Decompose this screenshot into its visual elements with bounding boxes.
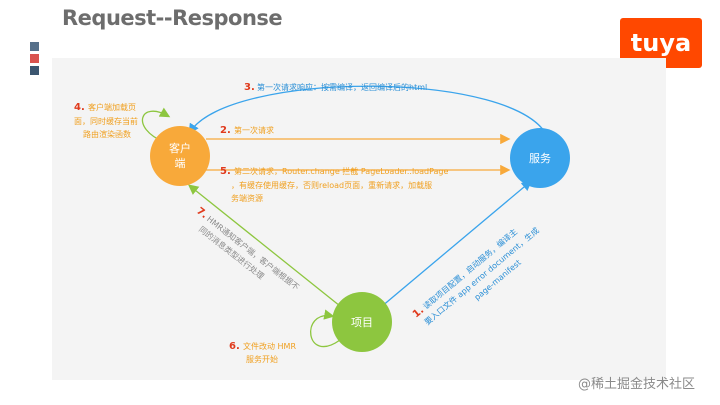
label-5-num: 5. xyxy=(220,166,231,177)
label-7-group: 7. HMR通知客户端，客户端根据不 同的消息类型进行处理 xyxy=(194,206,301,292)
edge-4-self-loop xyxy=(142,107,171,143)
project-node-label: 项目 xyxy=(351,316,373,329)
slide-title: Request--Response xyxy=(62,6,283,30)
label-5-line-2: ，有缓存使用缓存，否则reload页面，重新请求，加载服 xyxy=(231,180,432,190)
label-4-line-3: 路由渲染函数 xyxy=(83,129,131,139)
edge-7-project-to-client xyxy=(187,184,341,307)
label-7-num: 7. xyxy=(194,206,209,221)
label-3-num: 3. xyxy=(244,82,255,93)
label-6-num: 6. xyxy=(229,341,240,352)
project-node xyxy=(332,292,392,352)
square-icon-1 xyxy=(30,42,39,51)
server-node xyxy=(510,128,570,188)
decorative-squares xyxy=(30,42,39,78)
square-icon-2 xyxy=(30,54,39,63)
label-1-line-2: 要入口文件 app error document，生成 xyxy=(422,225,541,327)
label-7-line-1: HMR通知客户端，客户端根据不 xyxy=(205,214,301,292)
edge-3-response xyxy=(188,85,549,139)
watermark: @稀土掘金技术社区 xyxy=(578,377,696,392)
label-2-text: 第一次请求 xyxy=(234,125,274,135)
server-node-label: 服务 xyxy=(529,152,551,165)
label-5-line-1: 第二次请求，Router.change 拦截 PageLoader..loadP… xyxy=(234,166,449,176)
client-node-label-2: 端 xyxy=(175,157,186,170)
edge-6-self-loop xyxy=(310,309,341,348)
label-5-line-3: 务端资源 xyxy=(231,193,263,203)
label-6-line-1: 文件改动 HMR xyxy=(243,341,296,351)
label-4-num: 4. xyxy=(74,102,85,113)
label-1-group: 1. 读取项目配置，启动服务，编译主 要入口文件 app error docum… xyxy=(411,225,541,327)
client-node xyxy=(150,126,210,186)
label-6-line-2: 服务开始 xyxy=(246,354,278,364)
label-3-text: 第一次请求响应：按需编译，返回编译后的html xyxy=(257,82,427,92)
edge-1-project-to-server xyxy=(374,180,532,313)
label-2-num: 2. xyxy=(220,125,231,136)
client-node-label-1: 客户 xyxy=(169,141,191,155)
square-icon-3 xyxy=(30,66,39,75)
label-4-line-1: 客户端加载页 xyxy=(88,102,136,112)
label-4-line-2: 面，同时缓存当前 xyxy=(74,116,138,126)
